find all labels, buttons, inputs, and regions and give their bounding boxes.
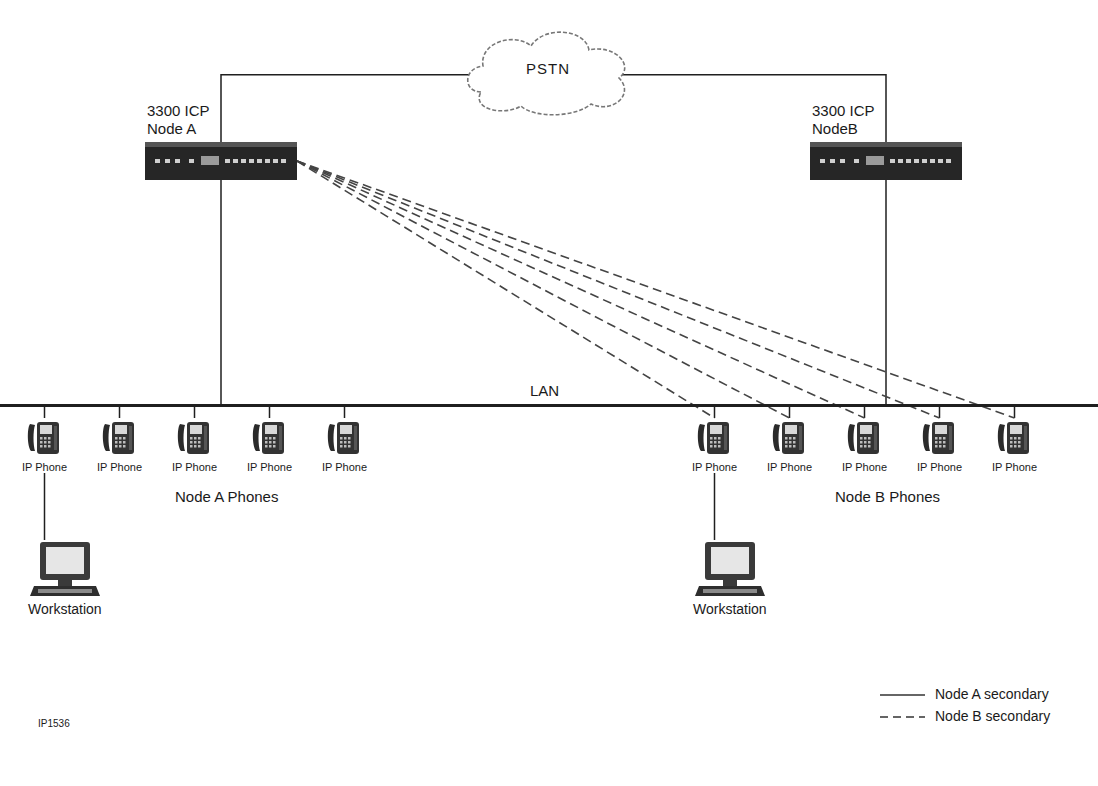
phone-label: IP Phone (247, 461, 292, 473)
workstation-icon (695, 540, 765, 598)
ip-phone: IP Phone (97, 418, 142, 473)
workstation-icon (30, 540, 100, 598)
ip-phone-icon (175, 418, 215, 458)
legend-text: Node A secondary (935, 686, 1049, 702)
ip-phone-icon (250, 418, 290, 458)
network-link (194, 407, 196, 418)
phone-label: IP Phone (692, 461, 737, 473)
workstation: Workstation (28, 540, 102, 617)
ip-phone: IP Phone (172, 418, 217, 473)
ip-phone-icon (325, 418, 365, 458)
secondary-link (297, 161, 940, 418)
node-label: PSTN (463, 60, 633, 77)
call-controller: 3300 ICP NodeB (810, 142, 962, 180)
network-link (714, 473, 716, 540)
icp-controller-unit (810, 142, 962, 180)
ip-phone: IP Phone (917, 418, 962, 473)
ip-phone: IP Phone (247, 418, 292, 473)
icp-controller-unit (145, 142, 297, 180)
phone-label: IP Phone (322, 461, 367, 473)
ip-phone-icon (920, 418, 960, 458)
secondary-link (297, 161, 790, 418)
ip-phone-icon (100, 418, 140, 458)
workstation-label: Workstation (693, 601, 767, 617)
network-link (864, 407, 866, 418)
ip-phone: IP Phone (992, 418, 1037, 473)
network-link (221, 75, 475, 142)
ip-phone: IP Phone (767, 418, 812, 473)
network-link (119, 407, 121, 418)
node-label: 3300 ICP Node A (147, 102, 215, 138)
legend-line-sample (880, 694, 925, 696)
network-link (714, 407, 716, 418)
lan-bus: LAN (0, 404, 1098, 407)
secondary-link (297, 161, 715, 418)
ip-phone-icon (845, 418, 885, 458)
ip-phone: IP Phone (692, 418, 737, 473)
network-link (1014, 407, 1016, 418)
network-cloud: PSTN (463, 22, 633, 118)
network-link (789, 407, 791, 418)
phone-label: IP Phone (992, 461, 1037, 473)
ip-phone: IP Phone (22, 418, 67, 473)
ip-phone-icon (995, 418, 1035, 458)
ip-phone: IP Phone (322, 418, 367, 473)
node-label: 3300 ICP NodeB (812, 102, 880, 138)
network-link (939, 407, 941, 418)
group-label: Node B Phones (835, 488, 940, 505)
node-label: LAN (530, 382, 559, 399)
ip-phone-icon (770, 418, 810, 458)
network-link (621, 75, 886, 142)
workstation-label: Workstation (28, 601, 102, 617)
network-link (344, 407, 346, 418)
phone-label: IP Phone (767, 461, 812, 473)
phone-label: IP Phone (842, 461, 887, 473)
secondary-link (297, 161, 865, 418)
network-link (44, 473, 46, 540)
phone-label: IP Phone (97, 461, 142, 473)
ip-phone-icon (695, 418, 735, 458)
workstation: Workstation (693, 540, 767, 617)
network-link (885, 180, 887, 404)
network-link (269, 407, 271, 418)
figure-number: IP1536 (38, 718, 70, 729)
ip-phone-icon (25, 418, 65, 458)
legend-line-sample (880, 716, 925, 718)
phone-label: IP Phone (172, 461, 217, 473)
network-link (220, 180, 222, 404)
call-controller: 3300 ICP Node A (145, 142, 297, 180)
legend-text: Node B secondary (935, 708, 1050, 724)
secondary-link (297, 161, 1015, 418)
group-label: Node A Phones (175, 488, 278, 505)
phone-label: IP Phone (22, 461, 67, 473)
network-link (44, 407, 46, 418)
phone-label: IP Phone (917, 461, 962, 473)
ip-phone: IP Phone (842, 418, 887, 473)
